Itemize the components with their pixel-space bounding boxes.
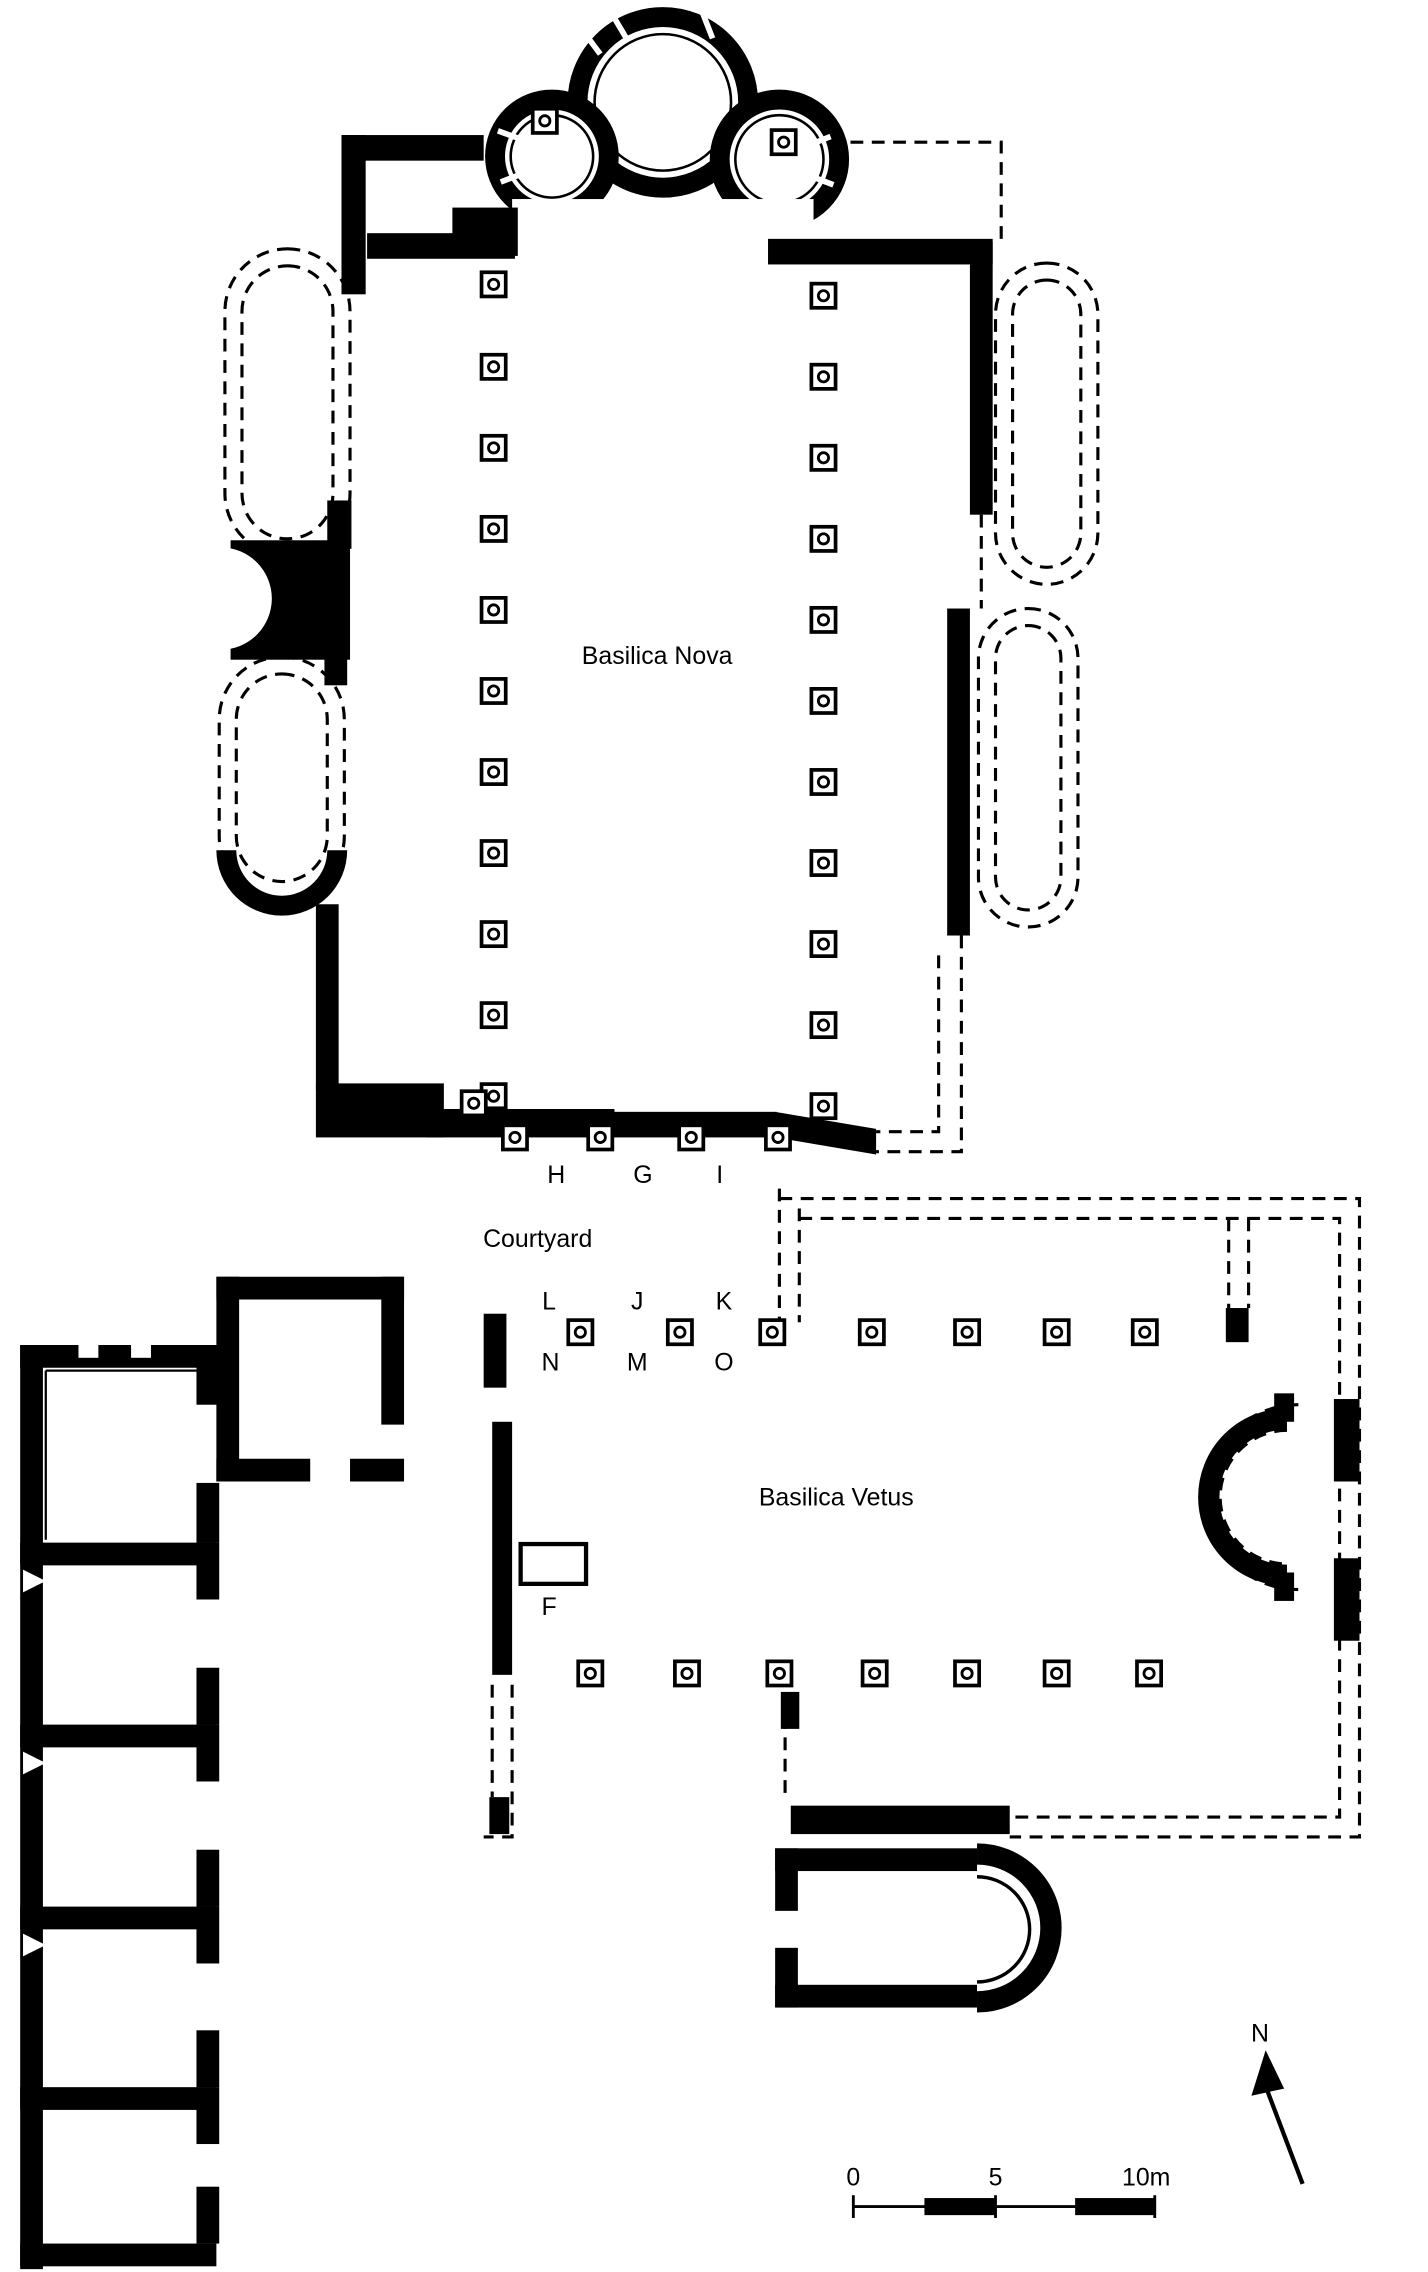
north-arrow [1251,2050,1305,2185]
column-base [860,1659,889,1688]
column-base [576,1659,605,1688]
column-base [673,1659,701,1688]
column-base [953,1659,982,1688]
column-base [764,1123,792,1152]
plan-labels: Basilica Nova Basilica Vetus Courtyard H… [483,642,1269,2191]
column-base [1135,1659,1163,1688]
column-base [953,1318,982,1347]
marker-h: H [547,1161,565,1189]
north-label: N [1251,2020,1269,2048]
column-base [809,768,838,796]
column-base [501,1123,529,1152]
marker-g: G [633,1161,652,1189]
scale-bar [851,2195,1157,2218]
column-base [809,1011,838,1040]
column-base [479,920,508,949]
marker-o: O [714,1349,733,1377]
column-base [809,605,838,634]
label-basilica-nova: Basilica Nova [582,642,733,670]
basilica-vetus-walls [483,1308,1360,1835]
column-base [586,1123,615,1152]
north-arrow-head [1251,2050,1285,2096]
column-base [857,1318,886,1347]
marker-j: J [631,1287,643,1315]
chapel [775,1843,1062,2013]
basilica-nova-walls [169,135,993,1155]
column-base [758,1318,787,1347]
scale-tick-10: 10m [1122,2163,1170,2191]
column-base [809,524,838,553]
column-base [765,1659,794,1688]
column-base [479,677,508,705]
vetus-apse-arc [1198,1408,1288,1586]
column-base [809,1092,838,1121]
feature-f [518,1541,589,1586]
column-base [809,281,838,310]
column-base [1042,1659,1071,1688]
label-basilica-vetus: Basilica Vetus [759,1484,914,1512]
column-base [809,687,838,715]
marker-f: F [541,1593,556,1621]
scale-tick-5: 5 [989,2163,1003,2191]
label-courtyard: Courtyard [483,1225,592,1253]
column-base [479,352,508,381]
column-base [809,443,838,472]
marker-m: M [627,1349,648,1377]
column-base [479,270,508,299]
marker-k: K [716,1287,733,1315]
column-base [809,362,838,391]
column-base [809,849,838,877]
column-base [809,930,838,958]
chapel-apse-arc [976,1843,1062,2013]
column-base [769,128,798,157]
column-base [665,1318,694,1347]
column-base [1130,1318,1159,1347]
west-rooms [20,1276,405,2270]
column-base [479,758,508,786]
column-base [677,1123,706,1152]
trefoil-apse [485,4,850,273]
marker-i: I [716,1161,723,1189]
column-base [479,433,508,462]
column-base [530,106,559,135]
marker-l: L [542,1287,556,1315]
column-base [479,839,508,867]
column-base [459,1089,488,1118]
column-base [566,1318,595,1347]
column-bases [459,106,1163,1688]
marker-n: N [542,1349,560,1377]
column-base [479,514,508,543]
column-base [1042,1318,1071,1347]
column-base [479,596,508,624]
column-base [479,1001,508,1030]
nova-side-exedrae [217,247,1100,929]
dashed-outlines [483,140,1362,1839]
scale-tick-0: 0 [846,2163,860,2191]
